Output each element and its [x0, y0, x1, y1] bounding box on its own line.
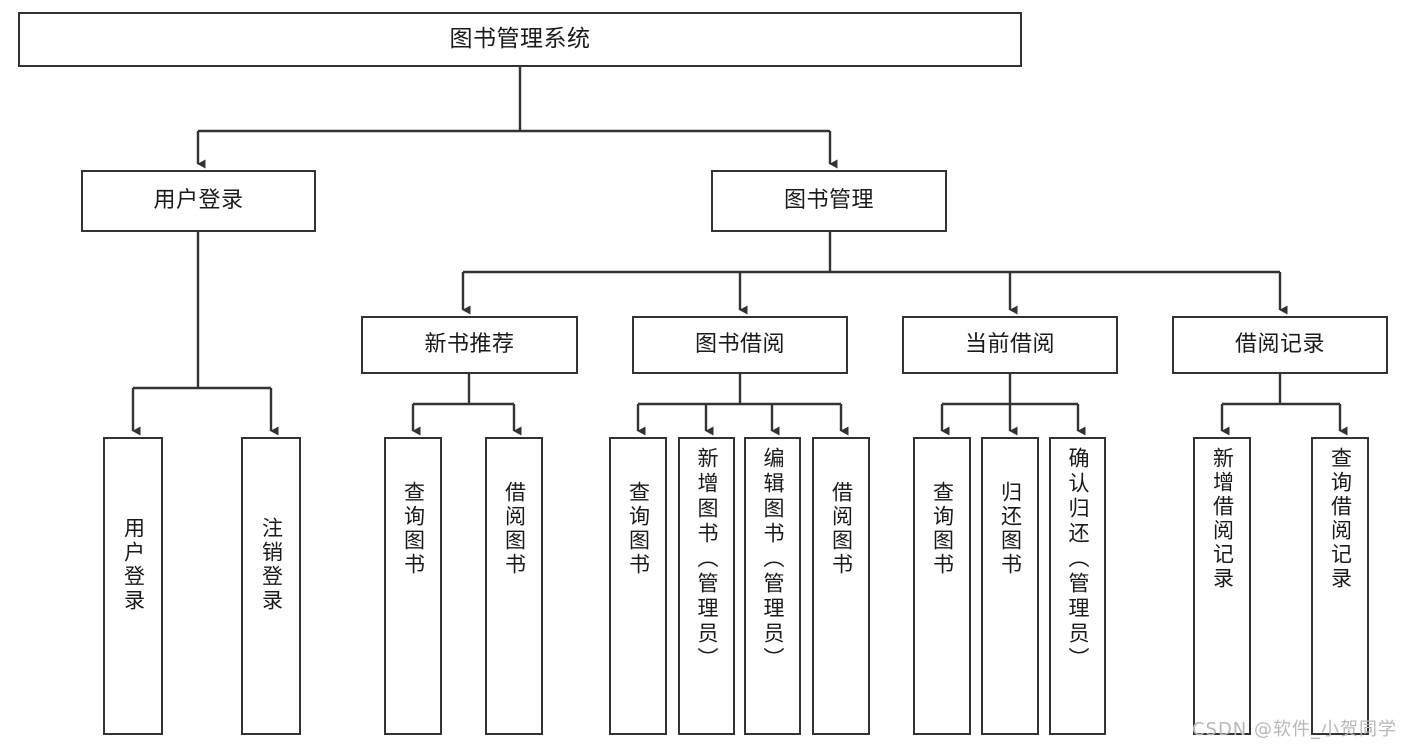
node-label-leaf-confirm-return: 确认归还（管理员）: [1066, 447, 1090, 672]
node-label-root: 图书管理系统: [449, 25, 591, 52]
node-label-leaf-query-book-1: 查询图书: [401, 481, 426, 577]
node-borrow-record[interactable]: 借阅记录: [1172, 316, 1388, 374]
node-leaf-borrow-book-1[interactable]: 借阅图书: [485, 437, 543, 735]
node-leaf-add-book[interactable]: 新增图书（管理员）: [678, 437, 735, 735]
node-label-leaf-add-record: 新增借阅记录: [1210, 447, 1235, 591]
node-leaf-add-record[interactable]: 新增借阅记录: [1193, 437, 1251, 735]
node-leaf-logout-login[interactable]: 注销登录: [241, 437, 301, 735]
node-label-leaf-edit-book: 编辑图书（管理员）: [761, 447, 785, 672]
node-label-leaf-query-book-2: 查询图书: [626, 481, 651, 577]
node-label-borrow-record: 借阅记录: [1234, 331, 1325, 357]
node-label-leaf-borrow-book-1: 借阅图书: [502, 481, 527, 577]
node-leaf-query-book-1[interactable]: 查询图书: [384, 437, 442, 735]
node-label-book-management: 图书管理: [783, 187, 874, 213]
node-label-leaf-user-login: 用户登录: [121, 517, 146, 613]
node-label-leaf-logout-login: 注销登录: [259, 517, 284, 613]
node-label-leaf-borrow-book-2: 借阅图书: [829, 481, 854, 577]
node-leaf-user-login[interactable]: 用户登录: [103, 437, 163, 735]
node-current-borrow[interactable]: 当前借阅: [902, 316, 1118, 374]
node-label-leaf-add-book: 新增图书（管理员）: [695, 447, 719, 672]
node-leaf-confirm-return[interactable]: 确认归还（管理员）: [1049, 437, 1106, 735]
node-new-book-recommend[interactable]: 新书推荐: [361, 316, 578, 374]
node-leaf-return-book[interactable]: 归还图书: [981, 437, 1039, 735]
node-root-system[interactable]: 图书管理系统: [18, 12, 1022, 67]
node-label-leaf-query-record: 查询借阅记录: [1328, 447, 1353, 591]
node-leaf-query-book-2[interactable]: 查询图书: [609, 437, 667, 735]
node-label-current-borrow: 当前借阅: [964, 331, 1055, 357]
node-label-leaf-return-book: 归还图书: [998, 481, 1023, 577]
node-label-book-borrow: 图书借阅: [694, 331, 785, 357]
node-leaf-edit-book[interactable]: 编辑图书（管理员）: [744, 437, 801, 735]
node-label-user-login: 用户登录: [153, 187, 244, 213]
node-leaf-query-book-3[interactable]: 查询图书: [913, 437, 971, 735]
node-label-leaf-query-book-3: 查询图书: [930, 481, 955, 577]
node-label-new-book-recommend: 新书推荐: [424, 331, 515, 357]
node-leaf-query-record[interactable]: 查询借阅记录: [1311, 437, 1369, 735]
node-book-borrow[interactable]: 图书借阅: [632, 316, 848, 374]
node-book-management[interactable]: 图书管理: [711, 170, 947, 232]
node-user-login[interactable]: 用户登录: [81, 170, 316, 232]
node-leaf-borrow-book-2[interactable]: 借阅图书: [812, 437, 870, 735]
